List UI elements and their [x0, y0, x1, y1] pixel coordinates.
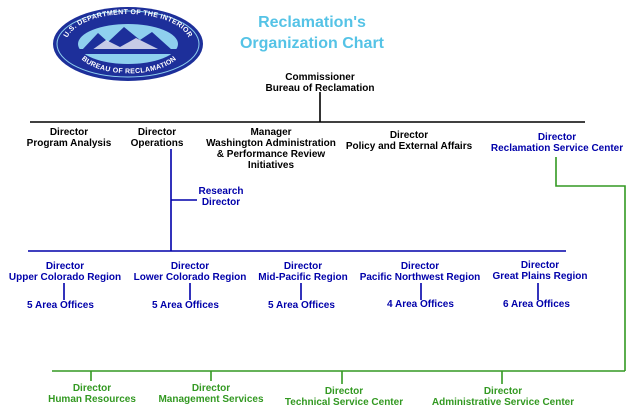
- node-title: Director: [191, 383, 231, 394]
- chart-title-line2: Organization Chart: [239, 35, 384, 52]
- node-title: Director: [72, 383, 112, 394]
- node-unit: Management Services: [158, 394, 264, 405]
- commissioner-title: Commissioner: [285, 72, 355, 83]
- node-unit-line3: & Performance Review: [216, 149, 326, 160]
- mid-pacific-region-node: Director Mid-Pacific Region: [252, 261, 354, 283]
- node-unit: Program Analysis: [26, 138, 112, 149]
- operations-connectors: [28, 149, 566, 300]
- node-title: Director: [283, 261, 323, 272]
- policy-external-affairs-node: Director Policy and External Affairs: [338, 130, 480, 152]
- node-unit: Pacific Northwest Region: [359, 272, 481, 283]
- management-services-node: Director Management Services: [152, 383, 270, 405]
- service-center-connectors: [52, 157, 626, 384]
- pacific-northwest-region-node: Director Pacific Northwest Region: [354, 261, 486, 283]
- node-title: Director: [45, 261, 85, 272]
- node-unit: Washington Administration: [206, 138, 336, 149]
- interior-seal-logo: U.S. DEPARTMENT OF THE INTERIOR BUREAU O…: [53, 7, 203, 81]
- node-unit: Reclamation Service Center: [490, 143, 624, 154]
- commissioner-org: Bureau of Reclamation: [265, 83, 375, 94]
- node-unit: Upper Colorado Region: [8, 272, 122, 283]
- node-title: Manager: [250, 127, 292, 138]
- node-unit: Operations: [130, 138, 184, 149]
- lower-colorado-area-offices: 5 Area Offices: [152, 300, 219, 311]
- program-analysis-node: Director Program Analysis: [14, 127, 124, 149]
- commissioner-connectors: [30, 92, 585, 123]
- node-unit: Human Resources: [48, 394, 136, 405]
- node-title: Director: [170, 261, 210, 272]
- node-title: Director: [137, 127, 177, 138]
- pacific-northwest-area-offices: 4 Area Offices: [387, 299, 454, 310]
- node-unit: Great Plains Region: [492, 271, 588, 282]
- chart-title-line1: Reclamation's: [258, 14, 366, 31]
- human-resources-node: Director Human Resources: [38, 383, 146, 405]
- node-unit: Mid-Pacific Region: [258, 272, 348, 283]
- operations-node: Director Operations: [122, 127, 192, 149]
- service-center-route: [555, 157, 626, 371]
- node-unit: Administrative Service Center: [431, 397, 575, 408]
- great-plains-region-node: Director Great Plains Region: [484, 260, 596, 282]
- research-director-node: Research Director: [194, 186, 248, 208]
- washington-administration-node: Manager Washington Administration & Perf…: [196, 127, 346, 171]
- node-title: Director: [520, 260, 560, 271]
- great-plains-area-offices: 6 Area Offices: [503, 299, 570, 310]
- reclamation-service-center-node: Director Reclamation Service Center: [485, 132, 629, 154]
- node-title: Director: [400, 261, 440, 272]
- node-title: Director: [483, 386, 523, 397]
- node-title: Director: [389, 130, 429, 141]
- lower-colorado-region-node: Director Lower Colorado Region: [130, 261, 250, 283]
- upper-colorado-region-node: Director Upper Colorado Region: [4, 261, 126, 283]
- node-unit: Policy and External Affairs: [345, 141, 473, 152]
- administrative-service-center-node: Director Administrative Service Center: [424, 386, 582, 408]
- node-unit-line4: Initiatives: [247, 160, 295, 171]
- node-title: Director: [324, 386, 364, 397]
- node-title: Director: [49, 127, 89, 138]
- node-unit: Lower Colorado Region: [133, 272, 247, 283]
- node-title: Director: [537, 132, 577, 143]
- upper-colorado-area-offices: 5 Area Offices: [27, 300, 94, 311]
- mid-pacific-area-offices: 5 Area Offices: [268, 300, 335, 311]
- commissioner-node: Commissioner Bureau of Reclamation: [250, 72, 390, 94]
- research-line1: Research: [198, 186, 244, 197]
- chart-title: Reclamation's Organization Chart: [222, 12, 402, 54]
- research-line2: Director: [201, 197, 241, 208]
- node-unit: Technical Service Center: [284, 397, 404, 408]
- technical-service-center-node: Director Technical Service Center: [277, 386, 411, 408]
